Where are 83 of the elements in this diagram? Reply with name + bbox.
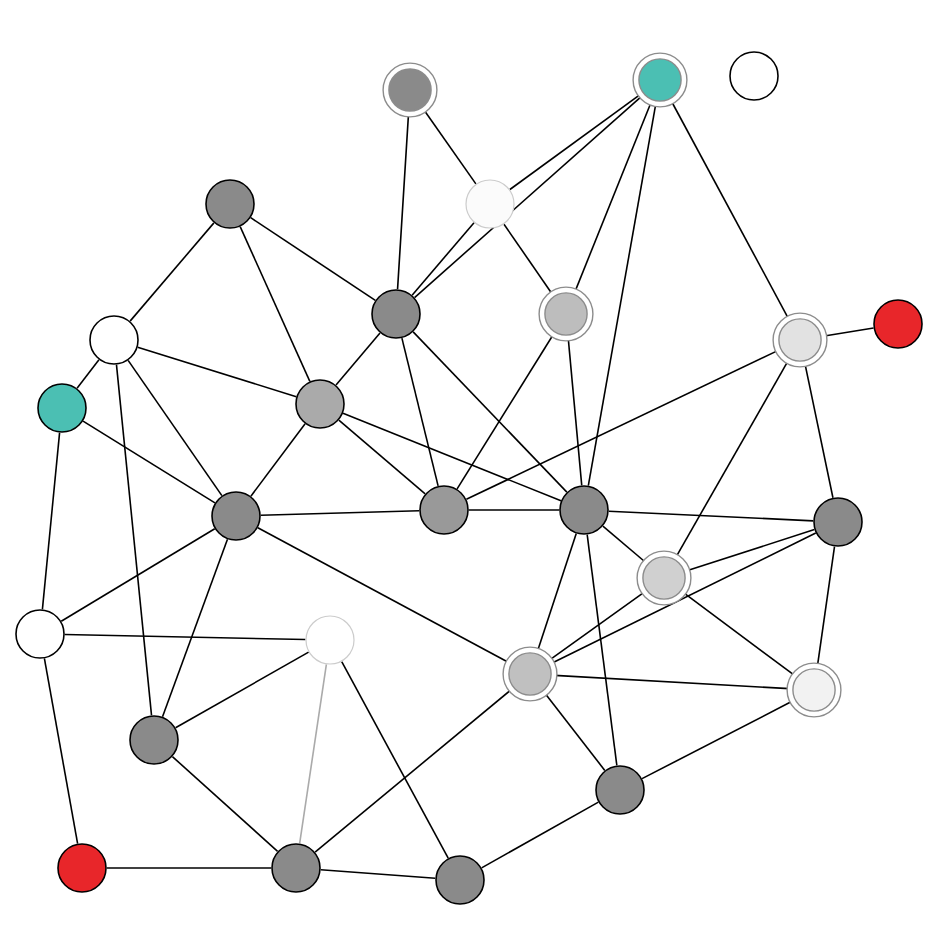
edge-line: [127, 359, 223, 497]
ringed-node-circle: [632, 52, 688, 108]
edge-line: [342, 412, 562, 502]
edge-line: [314, 688, 512, 853]
node-circle: [205, 179, 255, 229]
edge-line: [602, 525, 646, 563]
node-circle: [305, 615, 355, 665]
node-circle: [813, 497, 863, 547]
ringed-node-circle: [538, 286, 594, 342]
edge-line: [411, 221, 475, 296]
edge-line: [804, 363, 834, 499]
node-circle: [57, 843, 107, 893]
edge-line: [551, 532, 817, 664]
edge-line: [64, 633, 307, 641]
edge-line: [106, 867, 272, 869]
node-circle: [89, 315, 139, 365]
node-circle: [211, 491, 261, 541]
edge-line: [675, 360, 789, 558]
edge-line: [260, 509, 420, 517]
node-circle: [559, 485, 609, 535]
edge-line: [82, 420, 216, 504]
edge-line: [401, 337, 439, 487]
edge-line: [338, 419, 426, 495]
node-circle: [595, 765, 645, 815]
edge-line: [544, 692, 606, 772]
edge-line: [567, 337, 583, 487]
edge-line: [249, 216, 377, 302]
edge-line: [587, 103, 657, 487]
edge-line: [586, 533, 618, 767]
edge-line: [816, 545, 836, 667]
edge-line: [686, 528, 816, 572]
edge-line: [41, 431, 61, 611]
node-circle: [37, 383, 87, 433]
edge-line: [549, 591, 645, 661]
node-circle: [729, 51, 779, 101]
edge-line: [250, 423, 306, 497]
edge-line: [480, 801, 600, 869]
edge-line: [670, 100, 790, 320]
edge-line: [171, 755, 279, 853]
edge-line: [161, 538, 229, 718]
node-circle: [435, 855, 485, 905]
edge-line: [608, 510, 815, 522]
edge-line: [136, 346, 298, 398]
node-circle: [465, 179, 515, 229]
edge-line: [257, 526, 510, 664]
node-circle: [873, 299, 923, 349]
edge-line: [641, 700, 793, 780]
ringed-node-circle: [636, 550, 692, 606]
edge-line: [574, 102, 652, 292]
node-circle: [271, 843, 321, 893]
ringed-node-circle: [382, 62, 438, 118]
edge-line: [456, 334, 554, 490]
edge-line: [553, 674, 791, 690]
edge-line: [174, 651, 310, 729]
edge-line: [413, 95, 643, 299]
edge-line: [60, 528, 216, 622]
ringed-node-circle: [502, 646, 558, 702]
edge-line: [468, 509, 560, 511]
node-circle: [129, 715, 179, 765]
ringed-node-circle: [786, 662, 842, 718]
node-circle: [371, 289, 421, 339]
edge-line: [340, 660, 449, 859]
edge-line: [683, 592, 795, 677]
edge-line: [319, 869, 437, 879]
edge-line: [43, 657, 79, 845]
edge-line: [412, 331, 568, 493]
edge-line: [396, 113, 410, 291]
node-circle: [295, 379, 345, 429]
edge-line: [335, 332, 381, 386]
edge-line: [129, 222, 215, 322]
edge-line: [509, 93, 641, 191]
edge-line: [465, 349, 779, 501]
ringed-node-circle: [772, 312, 828, 368]
edge-line: [823, 327, 875, 337]
edge-line: [298, 663, 328, 845]
edge-line: [536, 532, 578, 652]
edge-line: [239, 225, 311, 383]
edge-line: [115, 363, 153, 717]
edge-line: [423, 109, 477, 185]
node-circle: [15, 609, 65, 659]
edge-line: [503, 223, 553, 295]
edge-line: [76, 358, 100, 390]
node-circle: [419, 485, 469, 535]
